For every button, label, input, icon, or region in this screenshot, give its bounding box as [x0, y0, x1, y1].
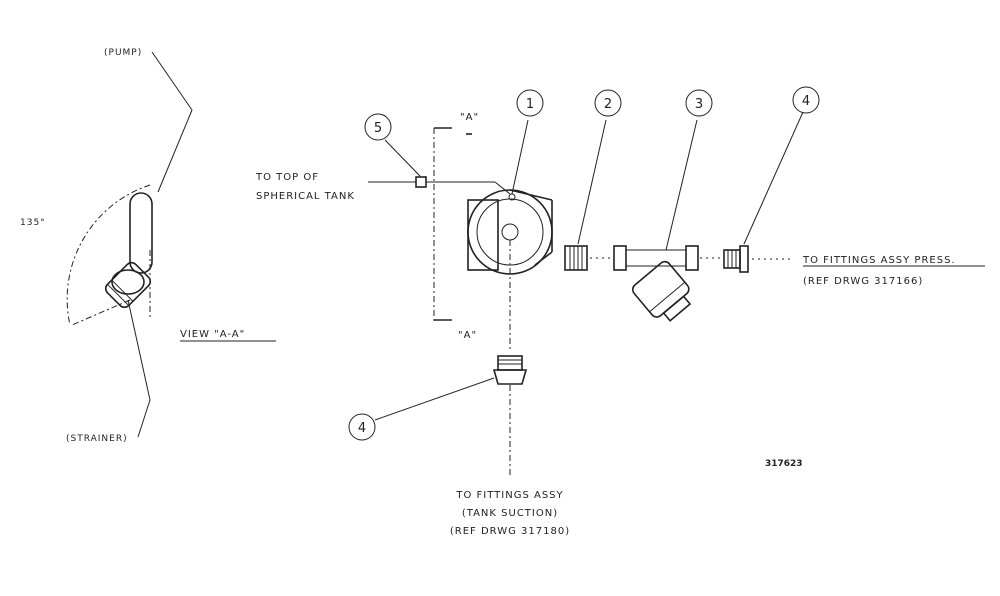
pump-body-shape	[129, 192, 153, 274]
callout2-leader	[577, 119, 607, 245]
tank-note-line1: TO TOP OF	[255, 172, 319, 183]
item4-bottom-fitting	[374, 355, 528, 421]
item2-body-shape	[564, 245, 588, 271]
vent-line-3	[494, 181, 511, 195]
callout1-leader	[511, 119, 529, 195]
drawing-number: 317623	[765, 459, 803, 469]
view-a-a: (PUMP) 135° (STRAINER) VIEW "A-A"	[20, 48, 276, 444]
pump-flange-bottom	[534, 251, 553, 266]
angle-arc	[66, 184, 151, 326]
strainer-label: (STRAINER)	[66, 434, 128, 444]
callout-4-top-circle	[792, 86, 820, 114]
callout-bubbles: 5 1 2 3 4 4	[348, 86, 820, 441]
pump-label: (PUMP)	[104, 48, 142, 58]
pump-flange-top	[509, 189, 553, 201]
angle-label: 135°	[20, 218, 46, 228]
callout-3-circle	[685, 89, 713, 117]
callout-1-circle	[516, 89, 544, 117]
fitting-ring-shape	[111, 269, 145, 295]
item4-bottom-flange-shape	[492, 369, 528, 385]
item5-fitting-shape	[415, 176, 427, 188]
suction-note-line2: (TANK SUCTION)	[462, 508, 558, 519]
radial-line	[71, 299, 131, 326]
callout-4-bottom-text: 4	[358, 421, 366, 436]
item2-fitting	[564, 119, 612, 271]
strainer-leader-line	[127, 299, 151, 438]
section-label-top: "A"	[460, 112, 479, 123]
callout-2-circle	[594, 89, 622, 117]
section-plane: "A" "A"	[433, 112, 479, 341]
callout3-leader	[665, 119, 698, 251]
item3-strainer	[613, 119, 722, 322]
item4-top-fitting: TO FITTINGS ASSY PRESS. (REF DRWG 317166…	[723, 111, 985, 287]
item4-bottom-body-shape	[497, 355, 523, 371]
pump-mount-shape	[467, 199, 499, 271]
callout-5-circle	[364, 113, 392, 141]
pump-shaft	[501, 223, 519, 241]
callout-4-bottom-circle	[348, 413, 376, 441]
callout-3-text: 3	[695, 97, 703, 112]
callout5-leader	[384, 139, 421, 177]
callout-1-text: 1	[526, 97, 534, 112]
callout4-top-leader	[743, 111, 804, 245]
item3-bowl-shape	[631, 260, 692, 322]
press-note-line1: TO FITTINGS ASSY PRESS.	[802, 255, 956, 266]
callout-2-text: 2	[604, 97, 612, 112]
suction-note-line3: (REF DRWG 317180)	[450, 526, 570, 537]
pump-leader-line	[151, 51, 193, 193]
item3-inlet-shape	[613, 245, 627, 271]
tank-vent: TO TOP OF SPHERICAL TANK	[255, 139, 511, 202]
suction-note-line1: TO FITTINGS ASSY	[455, 490, 563, 501]
tank-note-line2: SPHERICAL TANK	[256, 191, 355, 202]
callout-4-top-text: 4	[802, 94, 810, 109]
callout4-bottom-leader	[374, 377, 495, 421]
item3-outlet-shape	[685, 245, 699, 271]
pump-assembly	[467, 119, 553, 478]
suction-note: TO FITTINGS ASSY (TANK SUCTION) (REF DRW…	[450, 490, 570, 537]
item4-top-flange-shape	[739, 245, 749, 273]
view-title: VIEW "A-A"	[180, 329, 245, 340]
press-note-line2: (REF DRWG 317166)	[803, 276, 923, 287]
section-label-bottom: "A"	[458, 330, 477, 341]
callout-5-text: 5	[374, 121, 382, 136]
